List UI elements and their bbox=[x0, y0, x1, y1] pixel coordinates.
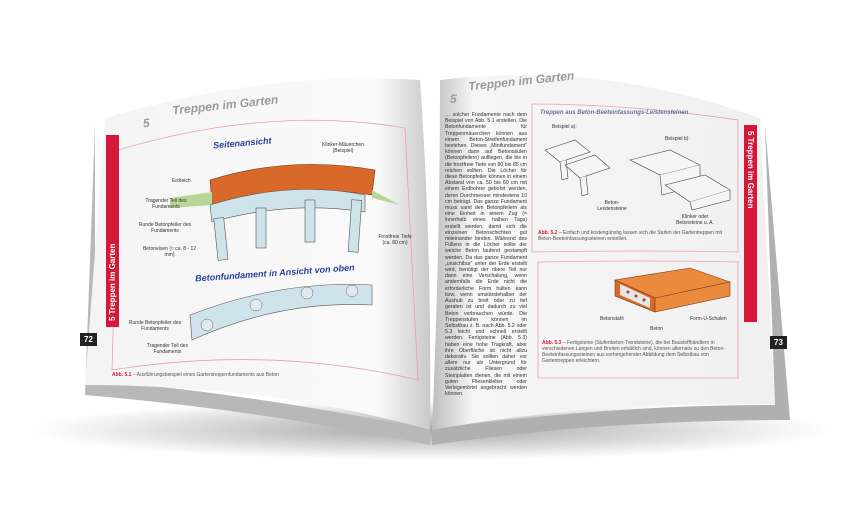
label-beton: Beton bbox=[650, 326, 664, 332]
steps-drawing-b bbox=[629, 149, 731, 211]
figure-5-2-caption: Abb. 5.2 – Einfach und kostengünstig las… bbox=[538, 230, 733, 242]
caption-text: – Fertigsteine (Stufenbeton-Trendsteine)… bbox=[542, 340, 725, 364]
label-form-u-schalen: Form-U-Schalen bbox=[690, 316, 727, 322]
steps-drawing-a bbox=[544, 139, 611, 197]
label-leistensteine: Beton-Leistensteine bbox=[597, 200, 627, 212]
label-pfeiler: Runde Betonpfeiler des Fundaments bbox=[138, 222, 192, 234]
right-side-tab: 5 Treppen im Garten bbox=[744, 125, 757, 322]
label-klinker: Klinker-Mäuerchen (Beispiel) bbox=[322, 142, 364, 154]
figure-frame-left bbox=[111, 119, 419, 381]
caption-text: – Einfach und kostengünstig lassen sich … bbox=[538, 230, 722, 242]
label-eisen: Betoneisen (≈ ca. 8 - 12 mm) bbox=[142, 246, 197, 258]
concrete-pillars bbox=[213, 199, 363, 261]
label-tragender: Tragender Teil des Fundaments bbox=[145, 198, 187, 210]
right-page-stack bbox=[432, 125, 790, 445]
left-page-number: 72 bbox=[80, 333, 97, 346]
figure-5-3-caption: Abb. 5.3 – Fertigsteine (Stufenbeton-Tre… bbox=[542, 340, 734, 364]
pillar-circles bbox=[200, 284, 359, 332]
grass-right bbox=[372, 190, 400, 205]
figure-frame-2 bbox=[531, 103, 739, 253]
foundation-beam bbox=[209, 189, 366, 223]
label-betonstahl: Betonstahl bbox=[600, 316, 624, 322]
label-erdreich: Erdreich bbox=[172, 178, 191, 184]
foundation-top-view bbox=[189, 284, 373, 341]
precast-step-drawing bbox=[613, 267, 732, 313]
caption-label: Abb. 5.2 bbox=[538, 230, 558, 236]
figure-frame-3 bbox=[537, 260, 739, 379]
caption-text: – Ausführungsbeispiel eines Gartentreppe… bbox=[131, 372, 279, 378]
label-pfeiler-top: Runde Betonpfeiler des Fundaments bbox=[128, 320, 182, 332]
grass-left bbox=[170, 192, 212, 208]
body-text: … solcher Fundamente nach dem Beispiel v… bbox=[445, 112, 527, 398]
label-example-a: Beispiel a): bbox=[552, 124, 577, 130]
right-page-number: 73 bbox=[770, 336, 787, 349]
label-example-b: Beispiel b): bbox=[665, 136, 690, 142]
caption-label: Abb. 5.1 bbox=[112, 372, 132, 378]
caption-label: Abb. 5.3 bbox=[542, 340, 562, 346]
right-page-header: Treppen im Garten bbox=[467, 68, 575, 94]
right-chapter-number: 5 bbox=[450, 92, 457, 106]
label-frost: Frostfreie Tiefe (ca. 80 cm) bbox=[378, 234, 412, 246]
label-klinker-beton: Klinker oder Betonsteine u. A. bbox=[676, 214, 714, 226]
figure-5-2-title: Treppen aus Beton-Beeteinfassungs-Leiste… bbox=[540, 110, 689, 116]
figure-5-1-caption: Abb. 5.1 – Ausführungsbeispiel eines Gar… bbox=[112, 372, 279, 378]
label-tragender-top: Tragender Teil des Fundaments bbox=[146, 343, 189, 355]
